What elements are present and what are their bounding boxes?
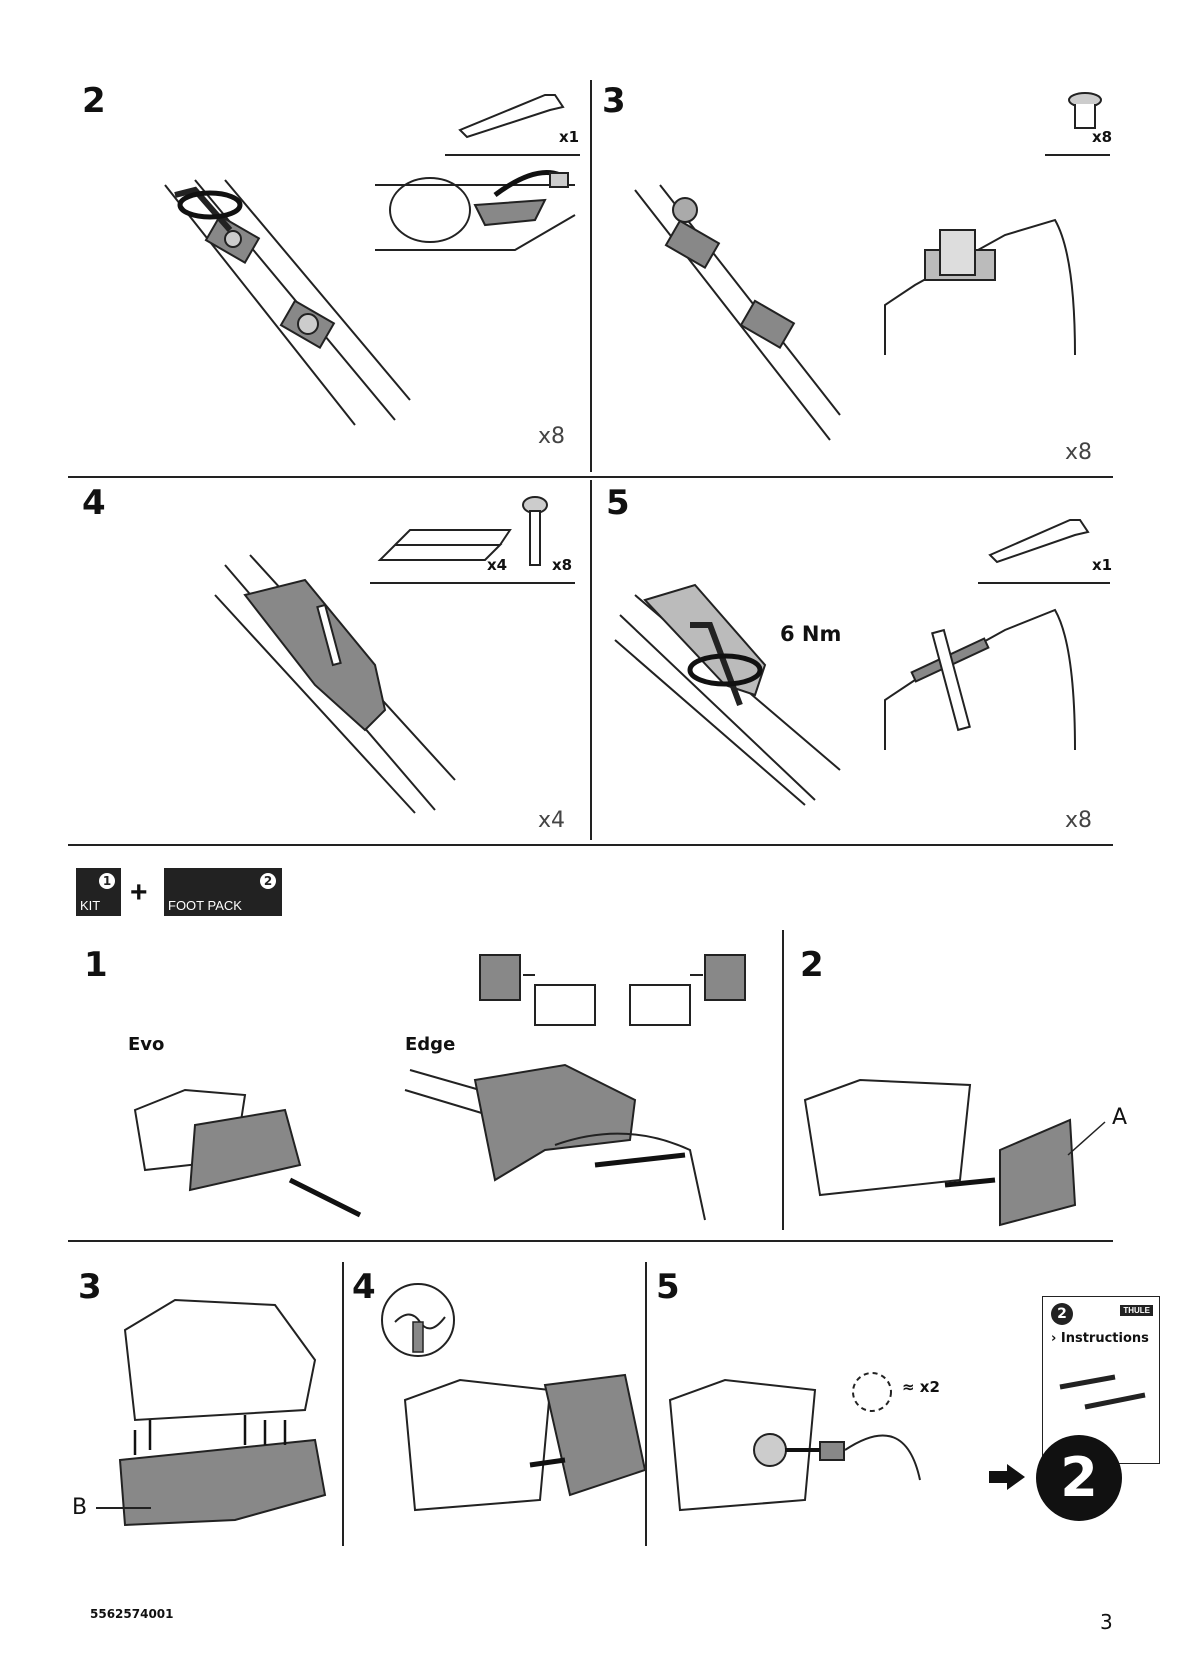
arrow-right-icon	[989, 1464, 1025, 1490]
bolt-icon	[522, 496, 548, 566]
step-number: 2	[800, 945, 824, 985]
bracket-install-illustration	[214, 554, 456, 814]
step-number: 5	[606, 483, 630, 523]
repeat-quantity: x8	[1065, 808, 1093, 833]
part-quantity: x1	[559, 128, 580, 146]
step-number: 3	[602, 81, 626, 121]
torque-install-illustration	[614, 583, 841, 806]
step-number: 4	[352, 1267, 376, 1307]
part-quantity: x8	[1092, 128, 1113, 146]
divider	[68, 476, 1113, 478]
divider	[342, 1262, 344, 1546]
parts-underline	[445, 154, 580, 156]
foot-pack-number: 2	[260, 873, 276, 889]
repeat-quantity: x4	[538, 808, 566, 833]
kit-box-icon: 1 KIT	[76, 868, 121, 916]
booklet-title: › Instructions	[1051, 1331, 1149, 1346]
magnified-spring-icon	[381, 1283, 455, 1357]
step-number: 1	[84, 945, 108, 985]
parts-underline	[1045, 154, 1110, 156]
step-number: 3	[78, 1267, 102, 1307]
step-number: 2	[82, 81, 106, 121]
divider	[782, 930, 784, 1230]
step-number: 5	[656, 1267, 680, 1307]
brand-logo: THULE	[1120, 1305, 1153, 1316]
car-interior-illustration	[375, 170, 576, 251]
booklet-number: 2	[1051, 1303, 1073, 1325]
spacer-icon	[1068, 92, 1102, 129]
screw-install-illustration	[668, 1378, 921, 1512]
plus-sign: +	[130, 876, 148, 909]
allen-key-icon	[988, 519, 1090, 564]
torque-label: 6 Nm	[780, 622, 842, 646]
kit-label: KIT	[80, 898, 101, 913]
divider	[68, 1240, 1113, 1242]
callout-a: A	[1112, 1105, 1128, 1130]
part-quantity: x1	[1092, 556, 1113, 574]
pad-removal-illustration	[118, 1298, 327, 1527]
divider	[590, 80, 592, 472]
rotate-icon	[852, 1372, 892, 1412]
repeat-quantity: x8	[1065, 440, 1093, 465]
new-pad-install-illustration	[403, 1373, 647, 1512]
divider	[590, 480, 592, 840]
rail-section-illustration	[884, 608, 1076, 751]
allen-key-icon	[458, 94, 565, 139]
roof-rail-illustration	[634, 184, 841, 441]
foot-pad-illustration	[803, 1078, 1106, 1227]
step-number: 4	[82, 483, 106, 523]
bracket-icon	[377, 529, 512, 561]
roof-rail-illustration	[164, 179, 411, 426]
callout-leader	[96, 1507, 151, 1509]
page-number: 3	[1100, 1610, 1113, 1634]
next-booklet-card: 2 THULE › Instructions	[1042, 1296, 1160, 1464]
evo-foot-illustration	[133, 1088, 362, 1218]
divider	[68, 844, 1113, 846]
foot-cover-swap-illustration	[479, 954, 746, 1026]
kit-number: 1	[99, 873, 115, 889]
rail-section-illustration	[884, 218, 1076, 356]
repeat-count: ≈ x2	[902, 1378, 940, 1396]
variant-label-edge: Edge	[405, 1034, 456, 1055]
edge-foot-illustration	[404, 1063, 706, 1221]
foot-pack-label: FOOT PACK	[168, 898, 242, 913]
foot-pack-box-icon: 2 FOOT PACK	[164, 868, 282, 916]
part-quantity: x8	[552, 556, 573, 574]
part-quantity: x4	[487, 556, 508, 574]
divider	[645, 1262, 647, 1546]
parts-underline	[370, 582, 575, 584]
next-booklet-badge: 2	[1036, 1435, 1122, 1521]
part-number: 5562574001	[90, 1607, 174, 1621]
variant-label-evo: Evo	[128, 1034, 165, 1055]
roof-bars-icon	[1059, 1374, 1146, 1410]
callout-b: B	[72, 1495, 88, 1520]
parts-underline	[978, 582, 1110, 584]
repeat-quantity: x8	[538, 424, 566, 449]
